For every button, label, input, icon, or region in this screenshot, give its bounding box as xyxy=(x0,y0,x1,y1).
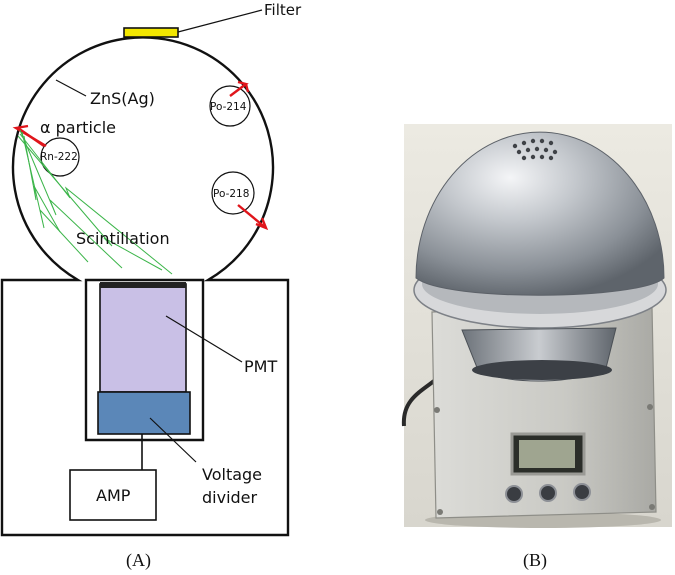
po218-alpha-track-head xyxy=(255,217,269,231)
zns-label: ZnS(Ag) xyxy=(90,89,155,108)
amp-label: AMP xyxy=(96,486,131,505)
vent-holes xyxy=(512,138,558,161)
screw-icon xyxy=(437,509,443,515)
control-knobs xyxy=(505,483,591,503)
knob-left xyxy=(505,485,523,503)
dome-sphere xyxy=(415,131,665,296)
filter-leader-line xyxy=(177,9,263,33)
pmt-tube xyxy=(99,283,187,393)
po214-alpha-track-head xyxy=(244,83,250,93)
screw-icon xyxy=(649,504,655,510)
knob-right xyxy=(573,483,591,501)
neck-base-ring xyxy=(472,360,612,380)
po214-alpha-track xyxy=(229,80,249,97)
po218-circle xyxy=(211,171,255,215)
screw-icon xyxy=(434,407,440,413)
amp-box xyxy=(69,469,157,521)
panel-a-diagram: Filter ZnS(Ag) α particle Rn-222 Scintil… xyxy=(0,1,302,571)
panel-b-photo: (B) xyxy=(401,124,672,571)
rn222-circle xyxy=(40,137,80,177)
filter-element xyxy=(123,27,179,38)
po214-label: Po-214 xyxy=(210,101,247,113)
zns-leader-line xyxy=(55,79,87,97)
scintillation-light-paths xyxy=(17,129,173,275)
alpha-particle-label: α particle xyxy=(40,118,116,137)
voltage-divider-block xyxy=(97,391,191,435)
voltage-divider-label-line1: Voltage xyxy=(202,465,262,484)
pmt-window xyxy=(100,282,186,288)
screw-icon xyxy=(647,404,653,410)
filter-label: Filter xyxy=(264,1,302,19)
pmt-label: PMT xyxy=(244,357,277,376)
po218-label: Po-218 xyxy=(213,188,249,200)
divider-leader-line xyxy=(149,417,197,463)
caption-a: (A) xyxy=(126,550,151,571)
po218-alpha-track xyxy=(237,204,267,229)
display-glass xyxy=(519,440,575,468)
knob-middle xyxy=(539,484,557,502)
voltage-divider-label-line2: divider xyxy=(202,488,258,507)
pmt-leader-line xyxy=(165,315,243,363)
rn222-alpha-track-segment xyxy=(17,127,45,147)
po214-circle xyxy=(209,85,251,127)
scintillation-label: Scintillation xyxy=(76,229,170,248)
rn222-label: Rn-222 xyxy=(40,151,78,163)
caption-b: (B) xyxy=(523,550,547,571)
